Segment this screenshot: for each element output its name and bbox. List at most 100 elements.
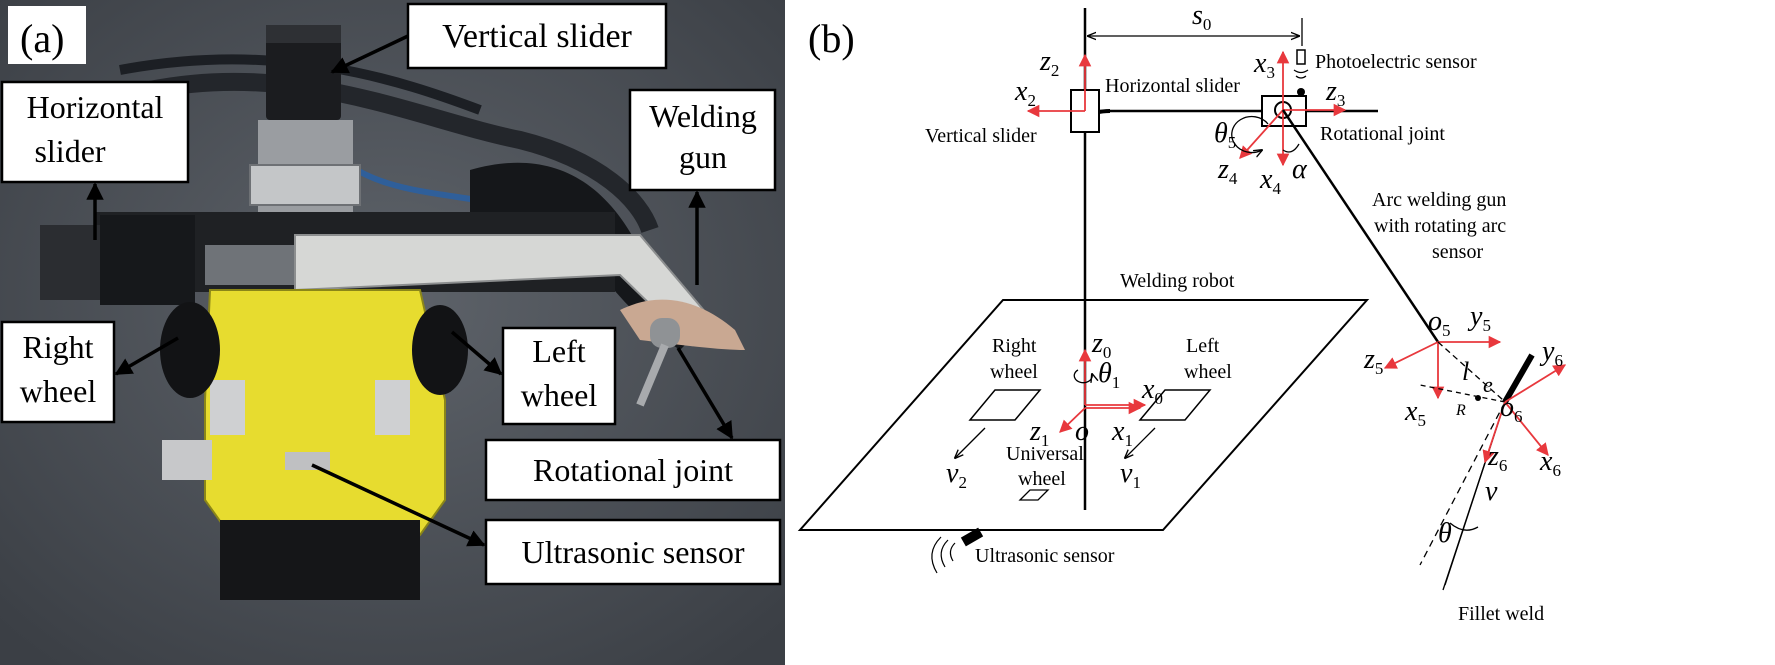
chassis-bracket [210,380,245,435]
panel-a-tag-box [8,6,86,64]
panel-b-tag: (b) [808,16,855,61]
callout-right-wheel: Right wheel [0,320,116,424]
label-right-wheel-line1: Right [992,335,1037,357]
weld-normal-dashed [1419,384,1506,403]
arrow-ultrasonic-sensor [311,463,486,547]
photo-sensor-dot [1297,88,1305,96]
sym-l: l [1462,357,1469,386]
axis-z5 [1383,341,1439,369]
callout-vertical-slider-text: Vertical slider [442,18,632,55]
label-photoelectric-sensor: Photoelectric sensor [1315,51,1477,73]
sym-x0: x0 [1141,374,1163,408]
sym-y5: y5 [1467,301,1491,335]
theta5-arc [1231,115,1269,153]
sym-o5: o5 [1428,306,1451,340]
welding-gun-line [1281,109,1440,343]
left-wheel-part [412,305,468,395]
sym-o6: o6 [1500,392,1523,426]
axis-x6 [1504,401,1549,456]
callout-horizontal-slider-line1: Horizontal [27,89,164,125]
axis-z6 [1482,401,1506,464]
label-horizontal-slider: Horizontal slider [1105,75,1240,97]
callout-left-wheel-line1: Left [532,333,585,369]
callout-rotational-joint: Rotational joint [484,438,782,502]
callout-ultrasonic-sensor-text: Ultrasonic sensor [521,534,744,570]
photoelectric-sensor-icon [1296,49,1306,65]
sym-z2: z2 [1039,46,1059,80]
label-left-wheel-line2: wheel [1184,361,1232,383]
point-e [1475,395,1481,401]
sym-z3: z3 [1325,76,1345,110]
chassis-bracket [375,380,410,435]
sym-x6: x6 [1539,446,1561,480]
sym-z6: z6 [1487,441,1507,475]
ultrasonic-waves [931,536,956,574]
v2-arrow [955,427,986,458]
sym-R: R [1455,402,1466,419]
sym-theta: θ [1438,518,1452,549]
panel-a-tag: (a) [20,16,64,61]
ultrasonic-part [285,452,330,470]
label-arc-gun-line1: Arc welding gun [1372,189,1506,211]
callout-rotational-joint-text: Rotational joint [533,452,733,488]
sym-x5: x5 [1404,396,1426,430]
vertical-motor [266,25,341,120]
chassis-base [220,520,420,600]
arrow-rotational-joint [676,347,734,440]
sym-x1: x1 [1111,416,1133,450]
gun-extension-l [1437,341,1504,401]
arrow-right-wheel [114,336,179,376]
label-welding-robot: Welding robot [1120,270,1235,292]
label-arc-gun-line3: sensor [1432,241,1483,263]
torch-tip [1502,353,1535,404]
sym-alpha: α [1292,154,1308,185]
rotational-joint-part [650,318,680,348]
callout-left-wheel-line2: wheel [521,377,598,413]
theta1-arc [1073,369,1092,384]
weld-offset-dashed [1419,401,1506,566]
sym-x4: x4 [1259,164,1281,198]
callout-welding-gun-line2: gun [679,139,727,175]
sym-o: o [1075,416,1089,447]
label-universal-wheel-line2: wheel [1018,468,1066,490]
universal-wheel-symbol [1018,489,1050,501]
sym-z0: z0 [1091,328,1111,362]
axis-z4 [1239,109,1284,159]
right-wheel-symbol [968,389,1042,421]
horizontal-motor [40,225,100,300]
label-universal-wheel-line1: Universal [1006,443,1084,465]
label-right-wheel-line2: wheel [990,361,1038,383]
sym-theta5: θ5 [1214,118,1236,152]
sym-z5: z5 [1363,344,1383,378]
callout-horizontal-slider-line2: slider [34,133,105,169]
label-rotational-joint: Rotational joint [1320,123,1445,145]
ultrasonic-sensor-icon [960,527,984,547]
sym-x2: x2 [1014,76,1036,110]
label-vertical-slider: Vertical slider [925,125,1037,147]
sym-z1: z1 [1029,416,1049,450]
alpha-arc [1282,143,1300,153]
robot-chassis [797,299,1370,531]
callout-ultrasonic-sensor: Ultrasonic sensor [484,518,782,586]
panel-b-schematic: (b) s0 z2 x2 x3 z3 θ5 z4 x4 α [797,0,1567,625]
axis-z1 [1059,407,1086,433]
sym-v1: v1 [1120,458,1141,492]
universal-bracket [162,440,212,480]
sym-x3: x3 [1253,48,1275,82]
sym-theta1: θ1 [1098,358,1120,392]
vertical-slide-frame [249,164,361,206]
callout-vertical-slider: Vertical slider [406,2,668,70]
sym-y6: y6 [1539,336,1563,370]
photo-sensor-waves [1293,69,1309,79]
sym-v2: v2 [946,458,967,492]
v1-arrow [1125,427,1156,458]
callout-welding-gun-line1: Welding [649,98,757,134]
callout-horizontal-slider: Horizontal slider [0,80,190,184]
label-ultrasonic-sensor: Ultrasonic sensor [975,545,1115,567]
sym-e: e [1483,372,1493,397]
sym-s0: s0 [1192,0,1211,34]
label-arc-gun-line2: with rotating arc [1374,215,1506,237]
axis-y6 [1504,364,1567,403]
theta-arc [1449,522,1479,531]
